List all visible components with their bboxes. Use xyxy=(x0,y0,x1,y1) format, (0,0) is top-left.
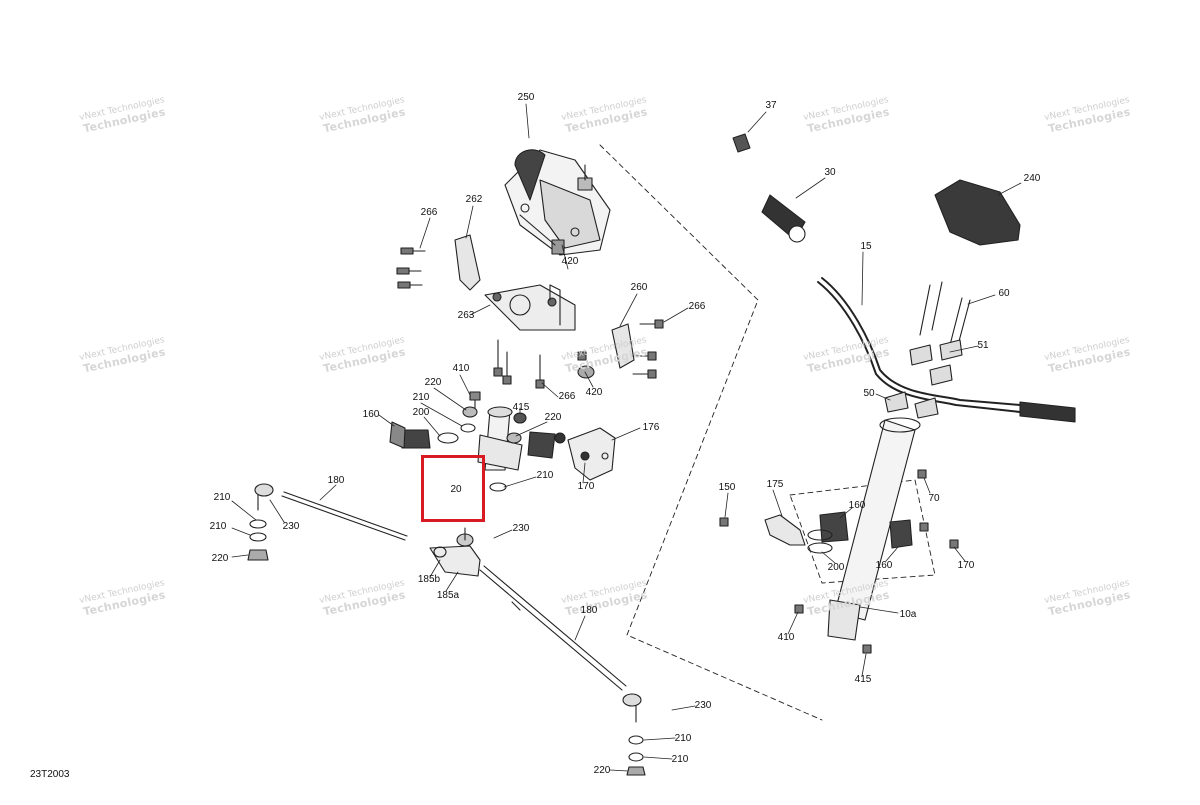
part-label-160[interactable]: 160 xyxy=(362,409,380,420)
assembly-boundary xyxy=(599,144,823,721)
tie-rod-180-upper xyxy=(254,483,408,541)
bracket-262 xyxy=(454,234,481,291)
bushing-160-left xyxy=(389,421,431,449)
leader-lines xyxy=(231,103,1022,772)
bolts-lower xyxy=(493,284,551,389)
handlebar xyxy=(817,277,1076,423)
part-label-415[interactable]: 415 xyxy=(512,402,530,413)
bolts-266-left xyxy=(396,247,426,289)
part-label-220[interactable]: 220 xyxy=(211,553,229,564)
part-label-150[interactable]: 150 xyxy=(718,482,736,493)
part-label-185a[interactable]: 185a xyxy=(436,590,460,601)
small-fasteners-right xyxy=(719,469,959,654)
part-label-266[interactable]: 266 xyxy=(420,207,438,218)
end-plug-37 xyxy=(732,133,751,153)
washer-200 xyxy=(437,432,459,444)
center-link xyxy=(429,527,481,577)
handlebar-cover-240 xyxy=(934,179,1021,246)
nut-415 xyxy=(513,412,527,424)
highlight-box[interactable] xyxy=(421,455,485,522)
part-label-50[interactable]: 50 xyxy=(863,388,875,399)
part-label-220[interactable]: 220 xyxy=(424,377,442,388)
part-label-230[interactable]: 230 xyxy=(282,521,300,532)
part-label-200[interactable]: 200 xyxy=(827,562,845,573)
part-label-180[interactable]: 180 xyxy=(580,605,598,616)
part-label-70[interactable]: 70 xyxy=(928,493,940,504)
grip-30 xyxy=(761,194,806,243)
part-label-210[interactable]: 210 xyxy=(536,470,554,481)
part-label-410[interactable]: 410 xyxy=(777,632,795,643)
nut-210 xyxy=(489,482,507,492)
washer-220 xyxy=(462,406,478,418)
steering-shaft xyxy=(469,391,523,471)
washer-bottom-1 xyxy=(628,735,644,745)
bushing-160-clamp xyxy=(807,511,913,554)
part-label-210[interactable]: 210 xyxy=(209,521,227,532)
nut-420 xyxy=(577,365,595,379)
washer-left-1 xyxy=(249,519,267,529)
tie-rod-180-lower xyxy=(479,565,642,723)
part-label-230[interactable]: 230 xyxy=(512,523,530,534)
bushing-160-right xyxy=(527,431,566,459)
bracket-260 xyxy=(611,323,635,369)
part-label-180[interactable]: 180 xyxy=(327,475,345,486)
part-label-266[interactable]: 266 xyxy=(688,301,706,312)
part-label-262[interactable]: 262 xyxy=(465,194,483,205)
part-label-410[interactable]: 410 xyxy=(452,363,470,374)
part-label-30[interactable]: 30 xyxy=(824,167,836,178)
washer-left-2 xyxy=(249,532,267,542)
diagram-id: 23T2003 xyxy=(30,769,70,780)
part-label-210[interactable]: 210 xyxy=(671,754,689,765)
part-label-185b[interactable]: 185b xyxy=(417,574,441,585)
part-label-60[interactable]: 60 xyxy=(998,288,1010,299)
part-label-15[interactable]: 15 xyxy=(860,241,872,252)
part-label-250[interactable]: 250 xyxy=(517,92,535,103)
nut-left xyxy=(247,549,269,561)
part-label-20[interactable]: 20 xyxy=(450,484,462,495)
washer-210 xyxy=(460,423,476,433)
steering-column-10a xyxy=(827,417,921,641)
part-label-420[interactable]: 420 xyxy=(561,256,579,267)
mounting-plate xyxy=(484,284,576,331)
part-label-220[interactable]: 220 xyxy=(544,412,562,423)
part-label-160[interactable]: 160 xyxy=(875,560,893,571)
part-label-420[interactable]: 420 xyxy=(585,387,603,398)
part-label-175[interactable]: 175 xyxy=(766,479,784,490)
part-label-263[interactable]: 263 xyxy=(457,310,475,321)
bracket-175 xyxy=(764,514,806,546)
clamps xyxy=(884,339,963,419)
bolts-266-right xyxy=(577,319,664,379)
part-label-210[interactable]: 210 xyxy=(213,492,231,503)
part-label-37[interactable]: 37 xyxy=(765,100,777,111)
part-label-170[interactable]: 170 xyxy=(957,560,975,571)
part-label-415[interactable]: 415 xyxy=(854,674,872,685)
clamp-176 xyxy=(567,427,616,481)
part-label-51[interactable]: 51 xyxy=(977,340,989,351)
washer-bottom-2 xyxy=(628,752,644,762)
part-label-210[interactable]: 210 xyxy=(674,733,692,744)
part-label-176[interactable]: 176 xyxy=(642,422,660,433)
part-label-240[interactable]: 240 xyxy=(1023,173,1041,184)
part-label-200[interactable]: 200 xyxy=(412,407,430,418)
part-label-260[interactable]: 260 xyxy=(630,282,648,293)
part-label-10a[interactable]: 10a xyxy=(899,609,917,620)
part-label-160[interactable]: 160 xyxy=(848,500,866,511)
part-label-230[interactable]: 230 xyxy=(694,700,712,711)
part-label-220[interactable]: 220 xyxy=(593,765,611,776)
bolts-60 xyxy=(919,281,971,346)
part-label-210[interactable]: 210 xyxy=(412,392,430,403)
part-label-170[interactable]: 170 xyxy=(577,481,595,492)
power-steering-unit xyxy=(504,149,611,256)
part-label-266[interactable]: 266 xyxy=(558,391,576,402)
nut-bottom xyxy=(626,766,646,776)
